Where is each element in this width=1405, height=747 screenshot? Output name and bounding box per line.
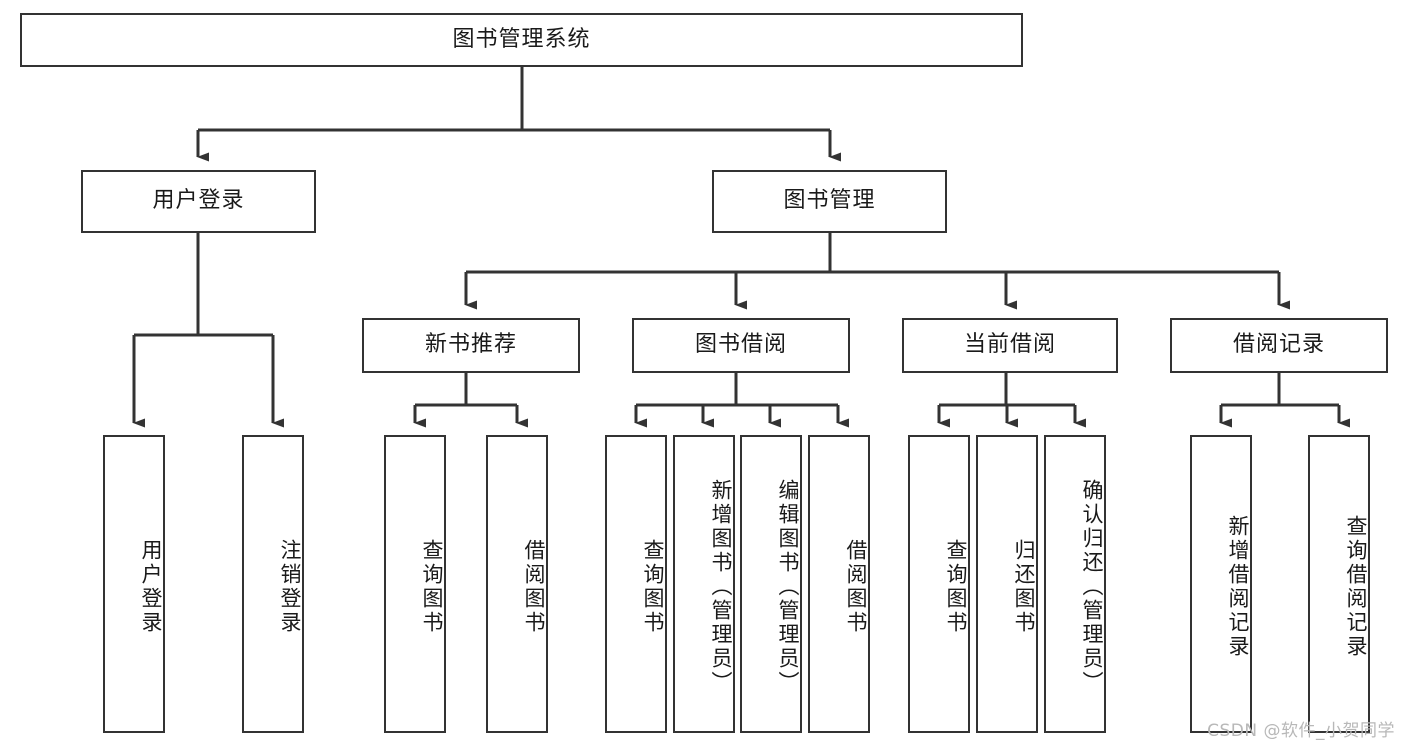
node-user-login-label: 用户登录 — [152, 188, 245, 214]
node-current-borrow[interactable]: 当前借阅 — [902, 318, 1118, 373]
node-book-borrow[interactable]: 图书借阅 — [632, 318, 850, 373]
leaf-query-book-2-label: 查询图书 — [641, 539, 665, 635]
leaf-return-book[interactable]: 归还图书 — [976, 435, 1038, 733]
leaf-user-logout[interactable]: 注销登录 — [242, 435, 304, 733]
leaf-query-book-1[interactable]: 查询图书 — [384, 435, 446, 733]
leaf-borrow-book-1-label: 借阅图书 — [522, 539, 546, 635]
leaf-user-login-label: 用户登录 — [139, 539, 163, 635]
node-root-label: 图书管理系统 — [452, 26, 591, 52]
node-new-book-recommend-label: 新书推荐 — [424, 332, 517, 358]
node-new-book-recommend[interactable]: 新书推荐 — [362, 318, 580, 373]
leaf-return-book-label: 归还图书 — [1012, 539, 1036, 635]
leaf-add-book[interactable]: 新增图书（管理员） — [673, 435, 735, 733]
leaf-edit-book-label: 编辑图书（管理员） — [776, 479, 800, 695]
leaf-query-book-3-label: 查询图书 — [944, 539, 968, 635]
node-borrow-record[interactable]: 借阅记录 — [1170, 318, 1388, 373]
leaf-add-record[interactable]: 新增借阅记录 — [1190, 435, 1252, 733]
leaf-query-record-label: 查询借阅记录 — [1344, 515, 1368, 659]
csdn-watermark: CSDN @软件_小贺同学 — [1207, 721, 1395, 741]
leaf-query-book-3[interactable]: 查询图书 — [908, 435, 970, 733]
node-root[interactable]: 图书管理系统 — [20, 13, 1023, 67]
node-book-manage[interactable]: 图书管理 — [712, 170, 947, 233]
leaf-add-record-label: 新增借阅记录 — [1226, 515, 1250, 659]
leaf-confirm-return-label: 确认归还（管理员） — [1080, 479, 1104, 695]
leaf-add-book-label: 新增图书（管理员） — [709, 479, 733, 695]
leaf-confirm-return[interactable]: 确认归还（管理员） — [1044, 435, 1106, 733]
leaf-query-book-2[interactable]: 查询图书 — [605, 435, 667, 733]
node-borrow-record-label: 借阅记录 — [1232, 332, 1325, 358]
node-book-manage-label: 图书管理 — [783, 188, 876, 214]
leaf-query-book-1-label: 查询图书 — [420, 539, 444, 635]
leaf-borrow-book-2-label: 借阅图书 — [844, 539, 868, 635]
leaf-edit-book[interactable]: 编辑图书（管理员） — [740, 435, 802, 733]
node-user-login[interactable]: 用户登录 — [81, 170, 316, 233]
leaf-borrow-book-2[interactable]: 借阅图书 — [808, 435, 870, 733]
leaf-user-login[interactable]: 用户登录 — [103, 435, 165, 733]
node-current-borrow-label: 当前借阅 — [963, 332, 1056, 358]
leaf-user-logout-label: 注销登录 — [278, 539, 302, 635]
leaf-query-record[interactable]: 查询借阅记录 — [1308, 435, 1370, 733]
leaf-borrow-book-1[interactable]: 借阅图书 — [486, 435, 548, 733]
node-book-borrow-label: 图书借阅 — [694, 332, 787, 358]
